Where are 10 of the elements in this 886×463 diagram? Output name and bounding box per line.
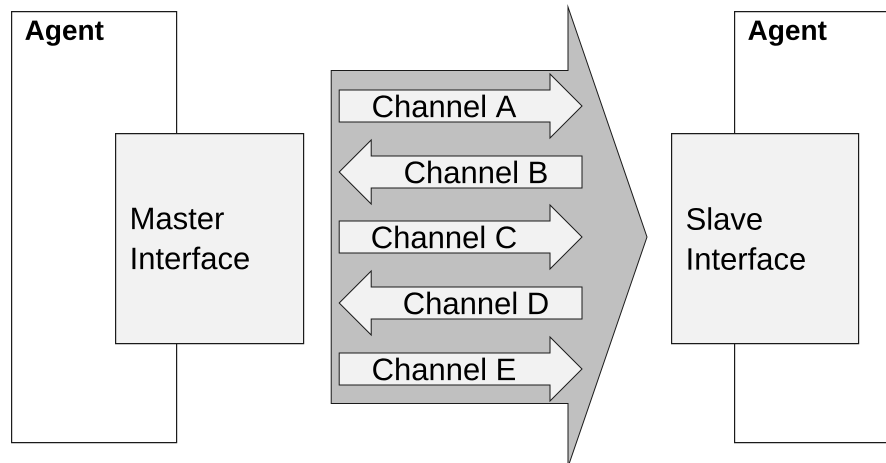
- channel-arrow: [338, 72, 583, 140]
- channel-label: Channel B: [405, 160, 547, 184]
- interface-box: Master Interface: [115, 133, 304, 344]
- channel-label: Channel D: [404, 292, 548, 314]
- channel-label: Channel E: [373, 358, 515, 380]
- interface-box: Slave Interface: [671, 133, 860, 344]
- channel-label: Channel C: [372, 226, 516, 248]
- channel-arrow: [338, 204, 583, 270]
- channel-label: Channel A: [373, 94, 516, 118]
- channel-arrow: [338, 336, 583, 402]
